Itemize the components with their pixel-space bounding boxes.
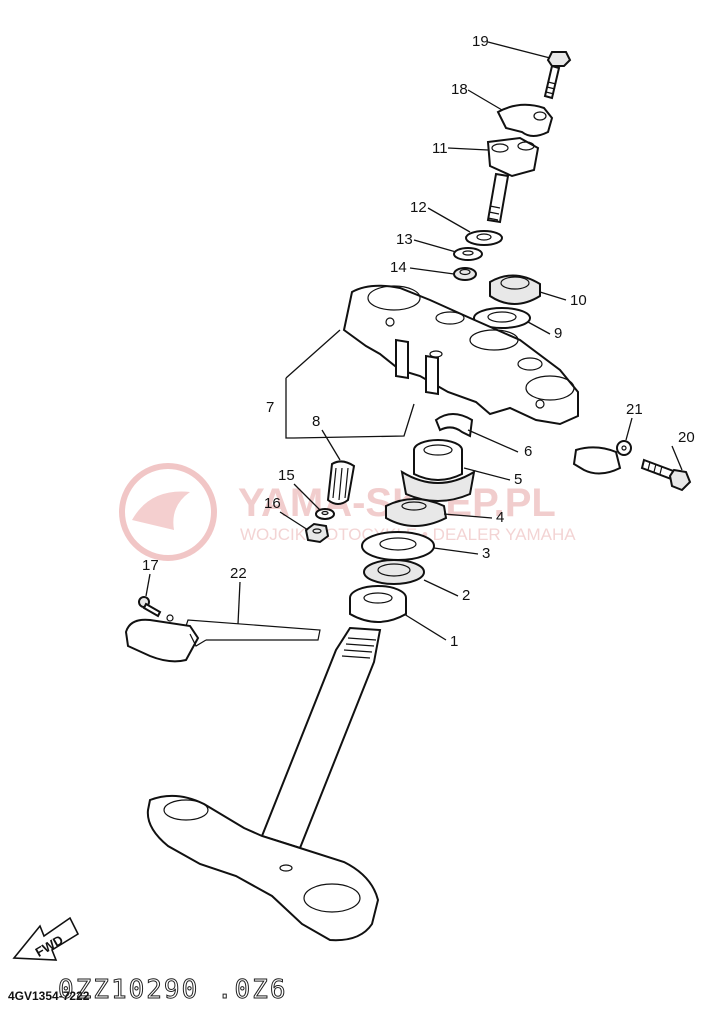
callout-5: 5	[514, 471, 522, 488]
callout-21: 21	[626, 401, 643, 418]
part-16-nut	[304, 522, 330, 544]
callout-22: 22	[230, 565, 247, 582]
callout-14: 14	[390, 259, 407, 276]
part-5-ring-nut	[400, 439, 476, 502]
callout-4: 4	[496, 509, 504, 526]
callout-18: 18	[451, 81, 468, 98]
diagram-code: 4GV1354-7222	[8, 989, 90, 1003]
catalog-number: 0ZZ10290 .0Z6	[58, 975, 288, 1005]
leader-lines	[145, 41, 683, 641]
callout-8: 8	[312, 413, 320, 430]
callout-19: 19	[472, 33, 489, 50]
part-1-bearing	[349, 585, 407, 623]
part-4-washer	[385, 498, 448, 527]
fwd-arrow-icon: FWD	[12, 916, 80, 961]
part-19-bolt	[543, 51, 572, 100]
part-10-steering-nut	[489, 274, 541, 305]
callout-bracket-7	[285, 329, 341, 439]
part-18-clamp-upper	[496, 103, 554, 137]
callout-20: 20	[678, 429, 695, 446]
part-6-lock-washer	[434, 413, 474, 438]
callout-bracket-7-lower	[293, 403, 415, 439]
callout-17: 17	[142, 557, 159, 574]
callout-2: 2	[462, 587, 470, 604]
part-20-bolt	[640, 458, 692, 492]
part-3-cover	[361, 531, 435, 561]
callout-1: 1	[450, 633, 458, 650]
callout-15: 15	[278, 467, 295, 484]
part-14-nut	[453, 267, 477, 281]
watermark-logo-mark	[132, 491, 190, 530]
part-13-washer	[453, 247, 483, 261]
watermark-logo	[119, 463, 217, 561]
callout-10: 10	[570, 292, 587, 309]
part-9-washer	[473, 307, 531, 329]
callout-16: 16	[264, 495, 281, 512]
part-17-bolt	[138, 596, 162, 618]
callout-13: 13	[396, 231, 413, 248]
part-2-bearing	[363, 559, 425, 585]
part-11-clamp-lower	[486, 136, 540, 224]
callout-12: 12	[410, 199, 427, 216]
part-7-upper-bracket	[342, 284, 579, 426]
part-steering-stem	[146, 626, 382, 942]
part-12-washer	[465, 230, 503, 246]
callout-labels: 19 18 11 12 13 14 10 9 7 8 6 21 20 5 15 …	[142, 33, 695, 650]
part-8-collar	[326, 460, 356, 505]
part-22-cable-holder	[124, 614, 321, 663]
callout-3: 3	[482, 545, 490, 562]
callout-7: 7	[266, 399, 274, 416]
part-15-washer	[315, 508, 335, 520]
part-21-holder	[572, 440, 632, 475]
callout-6: 6	[524, 443, 532, 460]
callout-9: 9	[554, 325, 562, 342]
callout-11: 11	[432, 140, 448, 157]
